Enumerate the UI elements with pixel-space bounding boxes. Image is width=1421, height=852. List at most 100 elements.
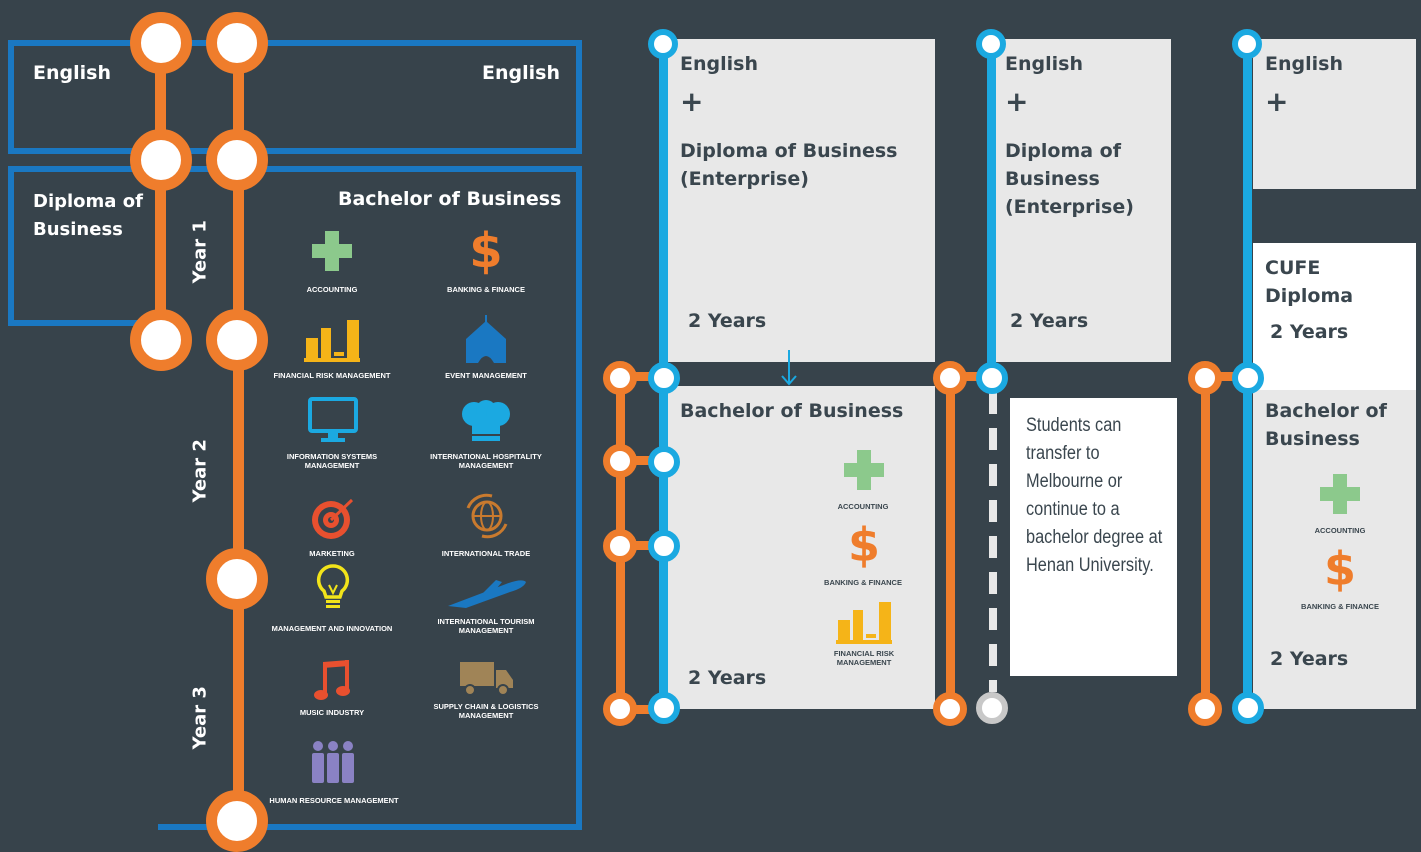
plus-icon — [310, 229, 354, 273]
bachelor-label: Bachelor of Business — [338, 188, 562, 210]
col3-duration1: 2 Years — [1270, 321, 1349, 343]
rail-node — [206, 12, 268, 74]
col2-cyan-rail — [987, 40, 996, 378]
english-left-label: English — [33, 62, 111, 84]
rail-node — [130, 129, 192, 191]
rail-node — [933, 361, 967, 395]
transfer-note-box — [1010, 398, 1177, 676]
rail-node — [130, 309, 192, 371]
major-label: MANAGEMENT AND INNOVATION — [271, 624, 393, 633]
rail-node — [933, 692, 967, 726]
major-label: ACCOUNTING — [306, 285, 358, 294]
col2-orange-rail — [946, 376, 955, 710]
bachelor-rail — [233, 30, 244, 820]
rail-node — [976, 362, 1008, 394]
col1-plus: + — [680, 85, 704, 118]
col3-title: English — [1265, 53, 1343, 75]
chef-hat-icon — [460, 400, 512, 442]
year-3-label: Year 3 — [189, 686, 211, 750]
target-icon — [310, 497, 356, 541]
rail-node — [1188, 361, 1222, 395]
music-note-icon — [313, 658, 353, 702]
col3-duration2: 2 Years — [1270, 648, 1349, 670]
truck-icon — [458, 660, 514, 696]
rail-node — [1232, 362, 1264, 394]
english-box — [8, 40, 582, 154]
major-label: FINANCIAL RISK MANAGEMENT — [273, 371, 391, 380]
rail-node — [648, 362, 680, 394]
dollar-icon: $ — [847, 518, 880, 572]
col2-duration1: 2 Years — [1010, 310, 1089, 332]
major-label: INTERNATIONAL TOURISM MANAGEMENT — [437, 617, 535, 635]
col1-title: English — [680, 53, 758, 75]
diploma-label: Diploma of Business — [33, 191, 143, 240]
rail-node — [976, 692, 1008, 724]
diploma-box-divider — [8, 320, 158, 326]
col3-bachelor: Bachelor of Business — [1265, 400, 1387, 450]
col3-cufe-panel — [1253, 243, 1416, 390]
col1-top-panel — [668, 39, 935, 362]
transfer-note: Students can transfer to Melbourne or co… — [1026, 415, 1163, 576]
col3-cufe: CUFE Diploma — [1265, 257, 1354, 307]
globe-icon — [462, 492, 512, 540]
tent-icon — [464, 313, 508, 363]
rail-node — [603, 692, 637, 726]
dashed-rail — [989, 392, 997, 692]
col1-course: Diploma of Business (Enterprise) — [680, 140, 898, 190]
rail-node — [206, 790, 268, 852]
rail-node — [206, 548, 268, 610]
col3-orange-rail — [1201, 376, 1210, 710]
rail-node — [648, 692, 680, 724]
rail-node — [1232, 692, 1264, 724]
major-label: INTERNATIONAL HOSPITALITY MANAGEMENT — [430, 452, 542, 470]
col3-plus: + — [1265, 85, 1289, 118]
english-right-label: English — [482, 62, 560, 84]
dollar-icon: $ — [1323, 542, 1356, 596]
major-label: FINANCIAL RISK MANAGEMENT — [833, 649, 895, 667]
major-label: INFORMATION SYSTEMS MANAGEMENT — [286, 452, 378, 470]
rail-node — [603, 444, 637, 478]
rail-node — [648, 446, 680, 478]
rail-node — [1188, 692, 1222, 726]
col2-top-panel — [996, 39, 1171, 362]
major-label: ACCOUNTING — [837, 502, 889, 511]
rail-node — [648, 530, 680, 562]
rail-node — [1232, 29, 1262, 59]
year-2-label: Year 2 — [189, 439, 211, 503]
year-1-label: Year 1 — [189, 220, 211, 284]
col2-plus: + — [1005, 85, 1029, 118]
monitor-icon — [308, 397, 358, 443]
col3-bachelor-panel — [1253, 390, 1416, 709]
dollar-icon: $ — [469, 223, 503, 279]
major-label: MARKETING — [309, 549, 355, 558]
col2-course: Diploma of Business (Enterprise) — [1005, 140, 1134, 218]
plus-icon — [842, 448, 886, 492]
rail-node — [130, 12, 192, 74]
lightbulb-icon — [316, 563, 350, 613]
rail-node — [206, 309, 268, 371]
col2-title: English — [1005, 53, 1083, 75]
rail-node — [648, 29, 678, 59]
col1-duration1: 2 Years — [688, 310, 767, 332]
airplane-icon — [446, 576, 528, 610]
major-label: EVENT MANAGEMENT — [445, 371, 527, 380]
rail-node — [976, 29, 1006, 59]
col1-bachelor: Bachelor of Business — [680, 400, 904, 422]
rail-node — [603, 529, 637, 563]
major-label: ACCOUNTING — [1314, 526, 1366, 535]
major-label: MUSIC INDUSTRY — [299, 708, 365, 717]
bar-chart-icon — [836, 600, 892, 644]
plus-icon — [1318, 472, 1362, 516]
col1-duration2: 2 Years — [688, 667, 767, 689]
rail-node — [603, 361, 637, 395]
major-label: BANKING & FINANCE — [824, 578, 902, 587]
arrow-down-icon — [780, 350, 798, 386]
major-label: HUMAN RESOURCE MANAGEMENT — [269, 796, 399, 805]
major-label: SUPPLY CHAIN & LOGISTICS MANAGEMENT — [433, 702, 539, 720]
major-label: BANKING & FINANCE — [1301, 602, 1379, 611]
bar-chart-icon — [304, 318, 360, 362]
col3-english-panel — [1253, 39, 1416, 189]
people-icon — [310, 740, 356, 784]
col1-bottom-panel — [668, 386, 935, 709]
rail-node — [206, 129, 268, 191]
